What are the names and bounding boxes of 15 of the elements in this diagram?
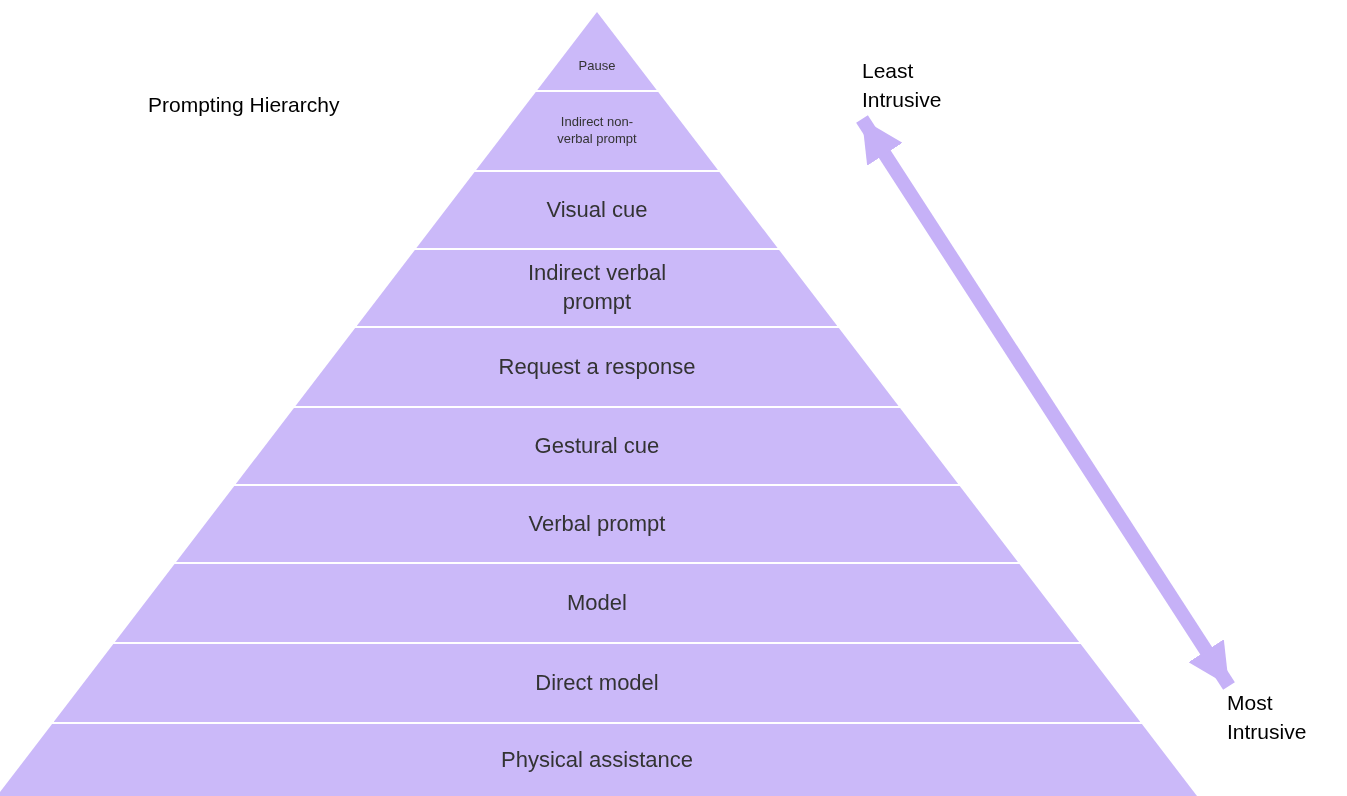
band-label: Direct model bbox=[535, 668, 659, 697]
band-label: Verbal prompt bbox=[528, 509, 666, 538]
band-label: Indirect non-verbal prompt bbox=[557, 114, 637, 148]
band-label: Gestural cue bbox=[534, 431, 660, 460]
scale-label: Least Intrusive bbox=[862, 56, 962, 115]
pyramid-band bbox=[0, 724, 1197, 796]
band-label: Physical assistance bbox=[501, 745, 693, 774]
band-label: Pause bbox=[578, 56, 616, 75]
diagram-title: Prompting Hierarchy bbox=[148, 92, 340, 118]
band-label: Indirect verbal prompt bbox=[526, 259, 668, 316]
band-label: Request a response bbox=[498, 352, 696, 381]
band-label: Visual cue bbox=[546, 195, 648, 224]
scale-label: Most Intrusive bbox=[1227, 688, 1337, 747]
double-arrow bbox=[856, 115, 1235, 690]
band-label: Model bbox=[567, 588, 627, 617]
